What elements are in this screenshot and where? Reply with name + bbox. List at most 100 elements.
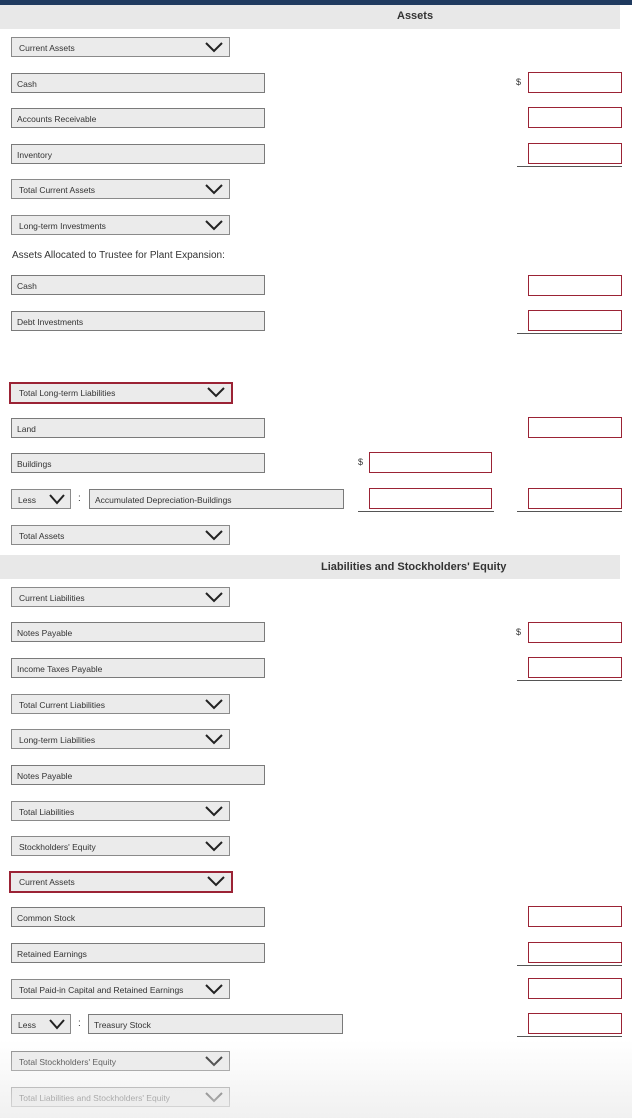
field-label: Buildings — [17, 459, 52, 469]
long-term-investments-dropdown[interactable]: Long-term Investments — [11, 215, 230, 235]
dropdown-label: Stockholders' Equity — [19, 842, 96, 852]
income-taxes-amount-input[interactable] — [528, 657, 622, 678]
less-dropdown-2[interactable]: Less — [11, 1014, 71, 1034]
dropdown-label: Total Assets — [19, 531, 65, 541]
underline — [517, 680, 622, 681]
underline — [358, 511, 494, 512]
chevron-down-icon — [49, 1019, 65, 1030]
accounts-receivable-amount-input[interactable] — [528, 107, 622, 128]
chevron-down-icon — [207, 387, 225, 398]
total-current-liabilities-dropdown[interactable]: Total Current Liabilities — [11, 694, 230, 714]
dropdown-label: Current Assets — [19, 877, 75, 887]
field-label: Treasury Stock — [94, 1020, 151, 1030]
field-label: Retained Earnings — [17, 949, 87, 959]
dollar-sign: $ — [516, 77, 522, 87]
accounts-receivable-field[interactable]: Accounts Receivable — [11, 108, 265, 128]
dropdown-label: Total Stockholders' Equity — [19, 1057, 117, 1067]
dropdown-label: Less — [18, 1020, 36, 1030]
field-label: Cash — [17, 79, 37, 89]
chevron-down-icon — [205, 1092, 223, 1103]
cash-amount-input[interactable] — [528, 72, 622, 93]
chevron-down-icon — [207, 876, 225, 887]
assets-heading: Assets — [397, 10, 434, 22]
dropdown-label: Total Paid-in Capital and Retained Earni… — [19, 985, 184, 995]
long-term-notes-payable-field[interactable]: Notes Payable — [11, 765, 265, 785]
field-label: Accounts Receivable — [17, 114, 97, 124]
assets-allocated-label: Assets Allocated to Trustee for Plant Ex… — [12, 250, 225, 261]
treasury-stock-field[interactable]: Treasury Stock — [88, 1014, 343, 1034]
liabilities-section-header: Liabilities and Stockholders' Equity — [0, 555, 620, 579]
field-label: Debt Investments — [17, 317, 84, 327]
notes-payable-field[interactable]: Notes Payable — [11, 622, 265, 642]
field-label: Notes Payable — [17, 628, 73, 638]
total-assets-dropdown[interactable]: Total Assets — [11, 525, 230, 545]
dollar-sign: $ — [516, 627, 522, 637]
common-stock-amount-input[interactable] — [528, 906, 622, 927]
assets-section-header: Assets — [0, 5, 620, 29]
total-liabilities-dropdown[interactable]: Total Liabilities — [11, 801, 230, 821]
cash-field[interactable]: Cash — [11, 73, 265, 93]
stockholders-equity-dropdown[interactable]: Stockholders' Equity — [11, 836, 230, 856]
total-paid-in-amount-input[interactable] — [528, 978, 622, 999]
long-term-liabilities-dropdown[interactable]: Long-term Liabilities — [11, 729, 230, 749]
underline — [517, 1036, 622, 1037]
underline — [517, 166, 622, 167]
field-label: Accumulated Depreciation-Buildings — [95, 495, 232, 505]
debt-investments-field[interactable]: Debt Investments — [11, 311, 265, 331]
chevron-down-icon — [205, 806, 223, 817]
chevron-down-icon — [205, 530, 223, 541]
dropdown-label: Long-term Investments — [19, 221, 106, 231]
chevron-down-icon — [49, 494, 65, 505]
total-long-term-liabilities-dropdown[interactable]: Total Long-term Liabilities — [9, 382, 233, 404]
notes-payable-amount-input[interactable] — [528, 622, 622, 643]
accum-dep-amount-input[interactable] — [369, 488, 492, 509]
top-bar — [0, 0, 632, 5]
dropdown-label: Long-term Liabilities — [19, 735, 96, 745]
retained-earnings-field[interactable]: Retained Earnings — [11, 943, 265, 963]
inventory-amount-input[interactable] — [528, 143, 622, 164]
current-assets-dropdown-2[interactable]: Current Assets — [9, 871, 233, 893]
income-taxes-payable-field[interactable]: Income Taxes Payable — [11, 658, 265, 678]
current-liabilities-dropdown[interactable]: Current Liabilities — [11, 587, 230, 607]
retained-earnings-amount-input[interactable] — [528, 942, 622, 963]
inventory-field[interactable]: Inventory — [11, 144, 265, 164]
debt-investments-amount-input[interactable] — [528, 310, 622, 331]
chevron-down-icon — [205, 42, 223, 53]
liabilities-heading: Liabilities and Stockholders' Equity — [321, 561, 507, 573]
land-amount-input[interactable] — [528, 417, 622, 438]
buildings-amount-input[interactable] — [369, 452, 492, 473]
total-current-assets-dropdown[interactable]: Total Current Assets — [11, 179, 230, 199]
field-label: Common Stock — [17, 913, 76, 923]
field-label: Inventory — [17, 150, 52, 160]
trustee-cash-amount-input[interactable] — [528, 275, 622, 296]
colon-separator: : — [78, 1018, 81, 1029]
dropdown-label: Total Liabilities — [19, 807, 75, 817]
underline — [517, 965, 622, 966]
dropdown-label: Total Long-term Liabilities — [19, 388, 116, 398]
dropdown-label: Current Liabilities — [19, 593, 85, 603]
chevron-down-icon — [205, 1056, 223, 1067]
field-label: Notes Payable — [17, 771, 73, 781]
trustee-cash-field[interactable]: Cash — [11, 275, 265, 295]
land-field[interactable]: Land — [11, 418, 265, 438]
net-buildings-amount-input[interactable] — [528, 488, 622, 509]
buildings-field[interactable]: Buildings — [11, 453, 265, 473]
common-stock-field[interactable]: Common Stock — [11, 907, 265, 927]
chevron-down-icon — [205, 592, 223, 603]
dropdown-label: Total Current Assets — [19, 185, 96, 195]
chevron-down-icon — [205, 734, 223, 745]
treasury-stock-amount-input[interactable] — [528, 1013, 622, 1034]
accumulated-depreciation-field[interactable]: Accumulated Depreciation-Buildings — [89, 489, 344, 509]
total-liabilities-equity-dropdown[interactable]: Total Liabilities and Stockholders' Equi… — [11, 1087, 230, 1107]
total-stockholders-equity-dropdown[interactable]: Total Stockholders' Equity — [11, 1051, 230, 1071]
underline — [517, 511, 622, 512]
chevron-down-icon — [205, 699, 223, 710]
colon-separator: : — [78, 493, 81, 504]
dollar-sign: $ — [358, 457, 364, 467]
total-paid-in-capital-dropdown[interactable]: Total Paid-in Capital and Retained Earni… — [11, 979, 230, 999]
current-assets-dropdown[interactable]: Current Assets — [11, 37, 230, 57]
less-dropdown[interactable]: Less — [11, 489, 71, 509]
field-label: Cash — [17, 281, 37, 291]
chevron-down-icon — [205, 841, 223, 852]
underline — [517, 333, 622, 334]
